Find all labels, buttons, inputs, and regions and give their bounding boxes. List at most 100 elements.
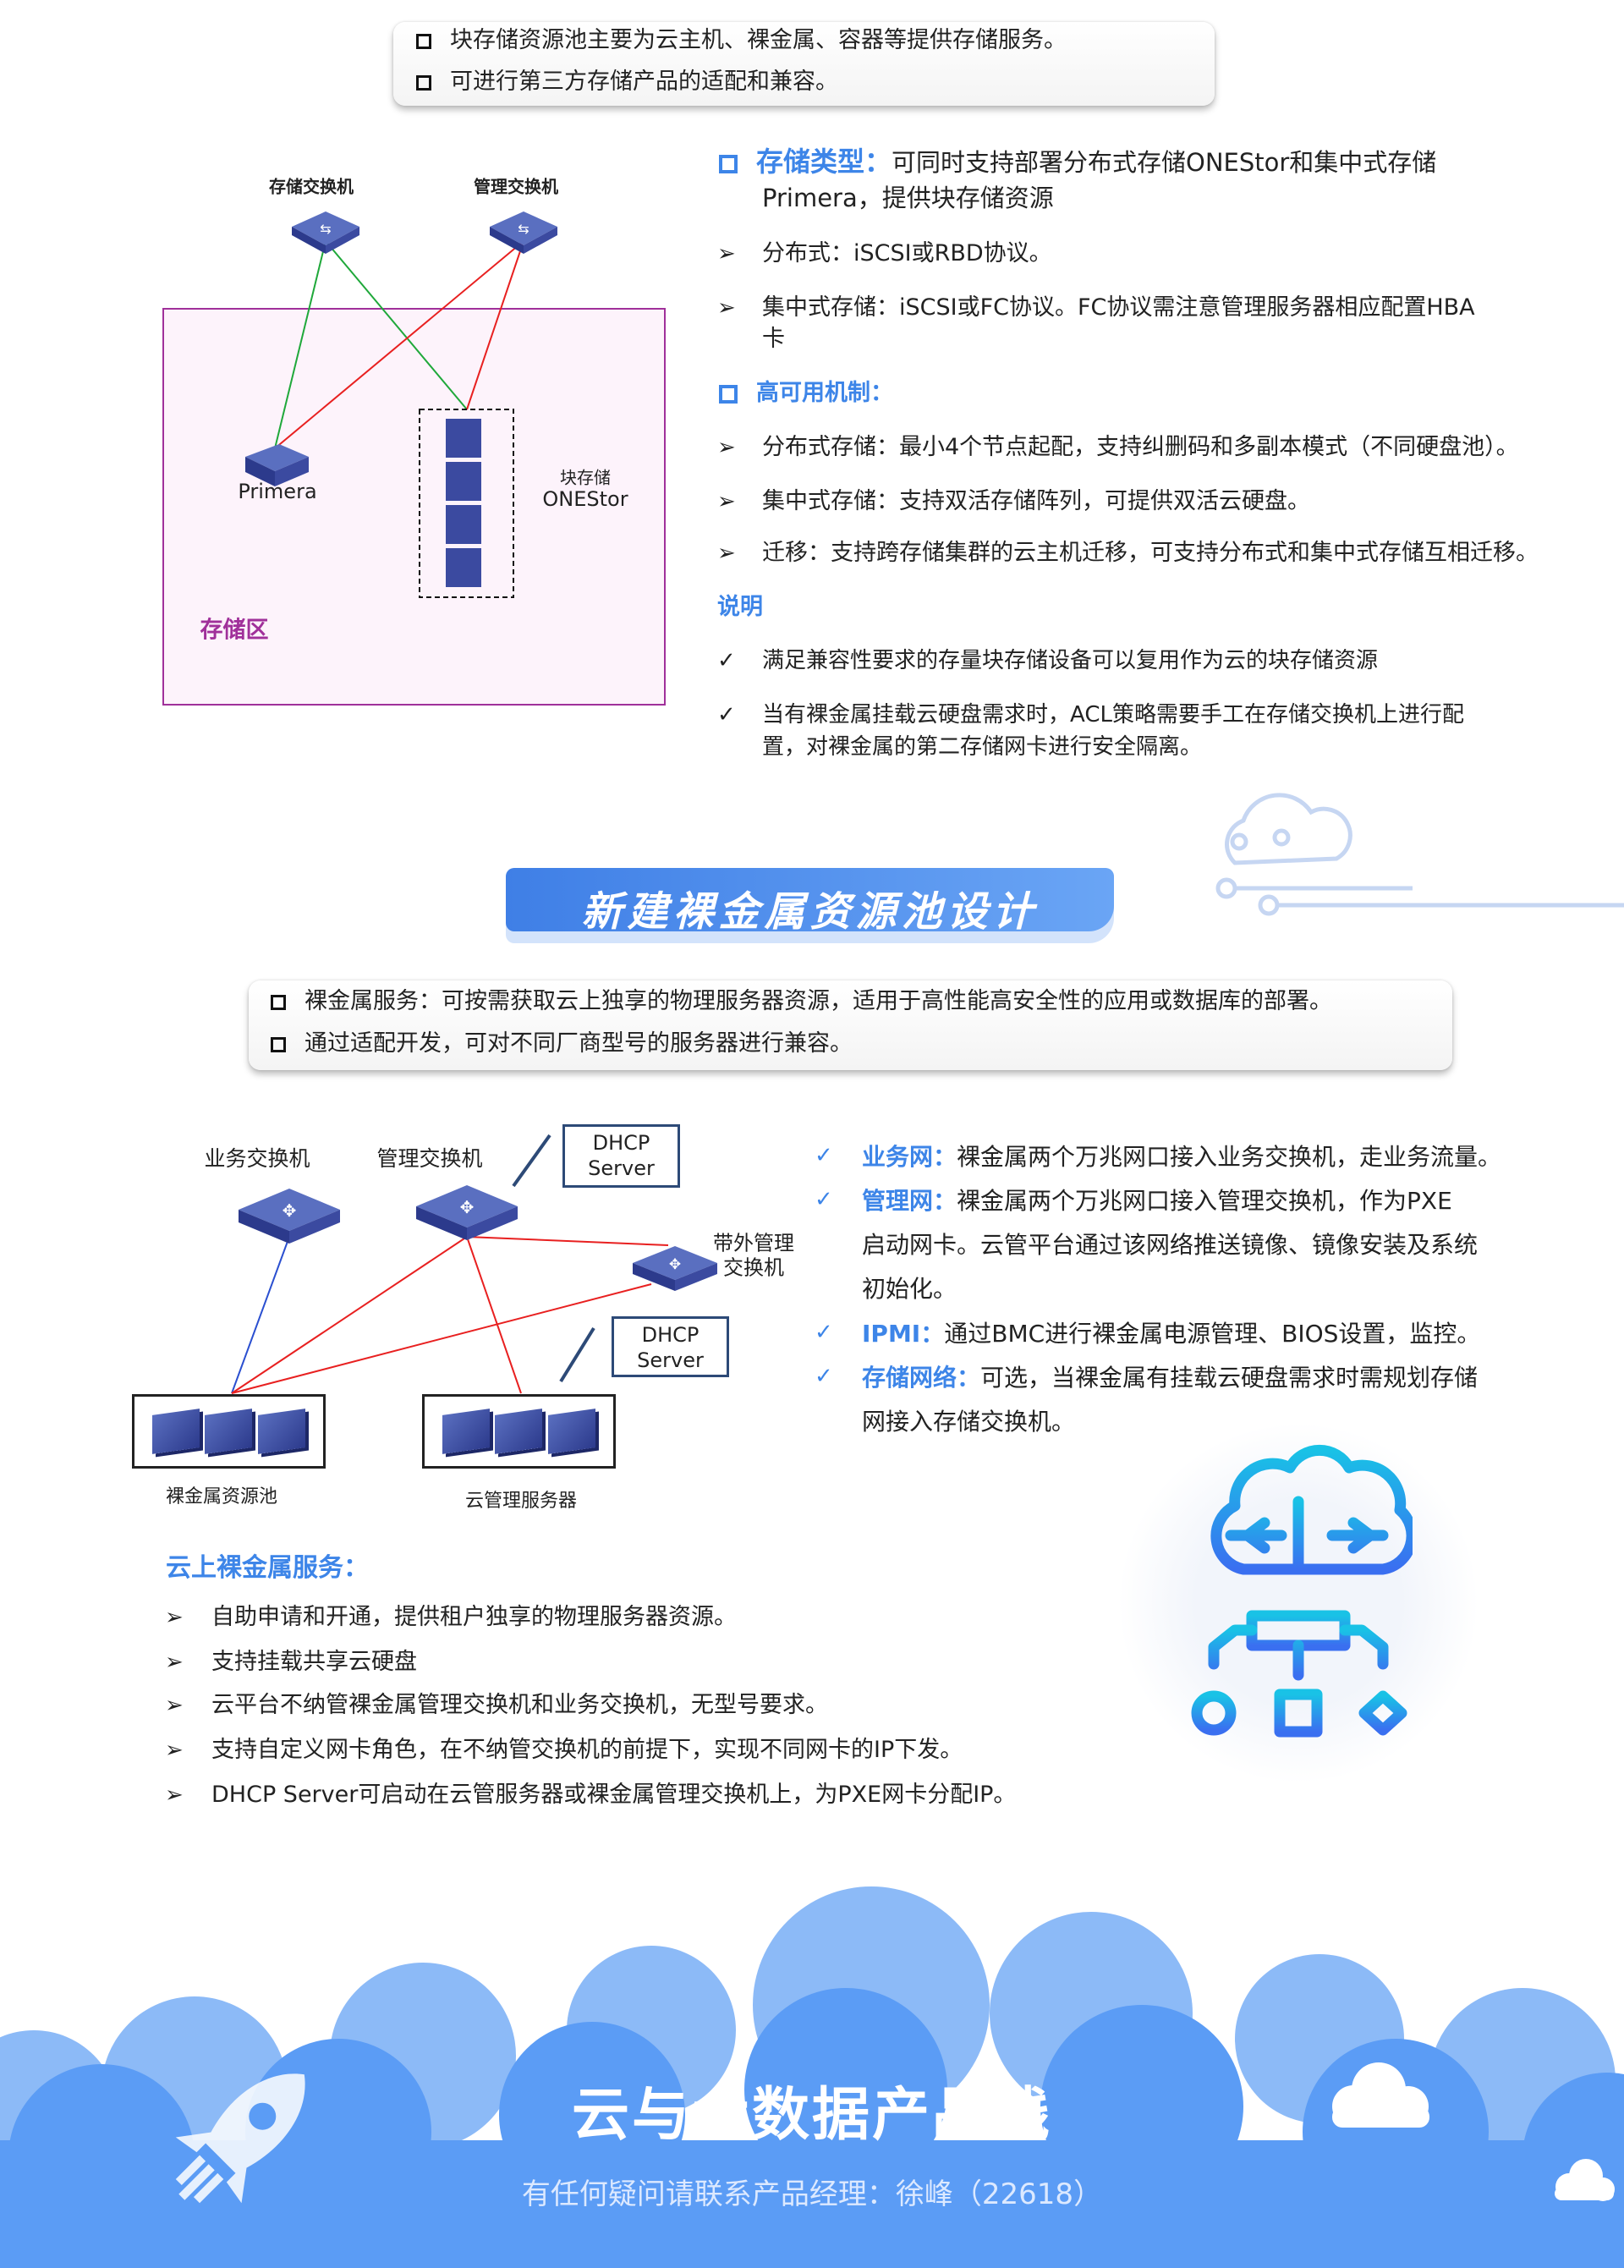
network-item: 管理网：裸金属两个万兆网口接入管理交换机，作为PXE — [862, 1189, 1452, 1213]
storage-switch-label: 存储交换机 — [269, 176, 354, 197]
onestor-group — [419, 409, 514, 598]
square-bullet-icon — [416, 74, 431, 91]
mgmt-switch-label: 管理交换机 — [474, 176, 558, 197]
square-bullet-icon — [719, 384, 738, 404]
cloud-icon — [1332, 2062, 1429, 2128]
network-text: 初始化。 — [862, 1275, 957, 1303]
intro-box — [393, 22, 1215, 106]
square-bullet-icon — [271, 994, 286, 1010]
mgmt-switch-label: 管理交换机 — [376, 1146, 483, 1171]
link-line — [325, 240, 468, 410]
storage-array-icon — [245, 444, 309, 486]
bm-intro-box — [249, 980, 1452, 1070]
note-item: 当有裸金属挂载云硬盘需求时，ACL策略需要手工在存储交换机上进行配 — [762, 702, 1464, 728]
storage-type-heading: 存储类型：可同时支持部署分布式存储ONEStor和集中式存储 — [719, 148, 1436, 175]
bm-pool-box — [132, 1394, 326, 1469]
footer-clouds — [0, 1886, 1624, 2268]
arrow-bullet-icon: ➢ — [165, 1738, 184, 1763]
cloud-icon — [1555, 2159, 1615, 2201]
link-line — [559, 1326, 595, 1383]
intro-text: 块存储资源池主要为云主机、裸金属、容器等提供存储服务。 — [450, 27, 1067, 53]
cloud-mgmt-box — [422, 1394, 616, 1469]
svg-text:✥: ✥ — [669, 1256, 681, 1273]
list-item: 支持挂载共享云硬盘 — [211, 1649, 417, 1675]
note-item: 置，对裸金属的第二存储网卡进行安全隔离。 — [762, 734, 1203, 760]
note-item: 满足兼容性要求的存量块存储设备可以复用作为云的块存储资源 — [762, 648, 1379, 673]
server-icon — [205, 1409, 253, 1454]
switch-icon: ⇆ — [490, 211, 557, 254]
footer-contact: 有任何疑问请联系产品经理：徐峰（22618） — [521, 2177, 1103, 2211]
network-head: 管理网： — [862, 1187, 957, 1215]
note-heading: 说明 — [717, 594, 763, 620]
link-line — [466, 1236, 669, 1246]
storage-zone — [162, 308, 666, 706]
arrow-bullet-icon: ➢ — [165, 1693, 184, 1718]
check-icon: ✓ — [815, 1320, 833, 1345]
dhcp-label: Server — [637, 1348, 704, 1372]
arrow-bullet-icon: ➢ — [717, 435, 736, 460]
svg-text:✥: ✥ — [460, 1197, 475, 1217]
link-line — [466, 1236, 522, 1394]
bm-service-heading: 云上裸金属服务： — [166, 1553, 369, 1583]
server-icon — [547, 1409, 595, 1454]
check-icon: ✓ — [717, 702, 736, 728]
square-bullet-icon — [719, 155, 738, 173]
switch-icon: ⇆ — [292, 211, 359, 254]
check-icon: ✓ — [717, 648, 736, 673]
link-line — [231, 1236, 290, 1394]
list-item: 支持自定义网卡角色，在不纳管交换机的前提下，实现不同网卡的IP下发。 — [211, 1737, 963, 1763]
storage-zone-label: 存储区 — [200, 617, 269, 644]
body-text: 可同时支持部署分布式存储ONEStor和集中式存储 — [892, 148, 1437, 177]
dhcp-label: DHCP — [641, 1323, 700, 1347]
section-banner-front — [506, 868, 1114, 931]
network-head: IPMI： — [862, 1320, 945, 1348]
oob-switch-label: 交换机 — [723, 1255, 784, 1280]
oob-switch-label: 带外管理 — [713, 1231, 794, 1255]
intro-text: 可进行第三方存储产品的适配和兼容。 — [450, 69, 838, 95]
ha-heading: 高可用机制： — [719, 382, 893, 404]
link-line — [231, 1283, 652, 1394]
footer-title: 云与大数据产品线 — [571, 2082, 1052, 2149]
server-icon — [257, 1409, 305, 1454]
ai-brain-flow-icon — [1191, 1444, 1413, 1738]
network-text: 通过BMC进行裸金属电源管理、BIOS设置，监控。 — [944, 1320, 1481, 1348]
square-bullet-icon — [416, 33, 431, 49]
storage-diagram-links: ⇆ ⇆ — [245, 211, 557, 598]
primera-label: Primera — [238, 480, 317, 503]
bm-pool-label: 裸金属资源池 — [165, 1486, 278, 1507]
arrow-bullet-icon: ➢ — [717, 241, 736, 266]
network-text: 网接入存储交换机。 — [862, 1408, 1076, 1436]
list-item: 分布式：iSCSI或RBD协议。 — [762, 240, 1052, 266]
body-text: Primera，提供块存储资源 — [762, 184, 1054, 212]
heading-text: 存储类型： — [756, 146, 892, 178]
server-icon — [152, 1409, 200, 1454]
block-storage-label: 块存储 — [560, 467, 611, 488]
list-item: DHCP Server可启动在云管服务器或裸金属管理交换机上，为PXE网卡分配I… — [211, 1782, 1017, 1808]
network-item: 业务网：裸金属两个万兆网口接入业务交换机，走业务流量。 — [862, 1145, 1501, 1169]
list-item: 云平台不纳管裸金属管理交换机和业务交换机，无型号要求。 — [211, 1692, 828, 1718]
intro-text: 裸金属服务：可按需获取云上独享的物理服务器资源，适用于高性能高安全性的应用或数据… — [304, 988, 1332, 1014]
intro-item: 块存储资源池主要为云主机、裸金属、容器等提供存储服务。 — [416, 29, 1067, 52]
rocket-icon — [175, 2073, 305, 2204]
cloud-mgmt-label: 云管理服务器 — [464, 1491, 578, 1512]
arrow-bullet-icon: ➢ — [165, 1782, 184, 1808]
switch-icon: ✥ — [416, 1185, 518, 1240]
check-icon: ✓ — [815, 1187, 833, 1212]
list-item: 集中式存储：iSCSI或FC协议。FC协议需注意管理服务器相应配置HBA — [762, 294, 1475, 321]
intro-item: 可进行第三方存储产品的适配和兼容。 — [416, 70, 838, 93]
switch-icon: ✥ — [633, 1246, 717, 1291]
svg-text:⇆: ⇆ — [320, 221, 331, 237]
bm-intro-item: 通过适配开发，可对不同厂商型号的服务器进行兼容。 — [271, 1032, 853, 1055]
list-item: 迁移：支持跨存储集群的云主机迁移，可支持分布式和集中式存储互相迁移。 — [762, 540, 1539, 566]
link-line — [466, 240, 524, 410]
arrow-bullet-icon: ➢ — [717, 541, 736, 566]
switch-icon: ✥ — [239, 1189, 340, 1244]
square-bullet-icon — [271, 1036, 286, 1052]
network-text: 裸金属两个万兆网口接入业务交换机，走业务流量。 — [957, 1143, 1502, 1171]
server-stack-icon — [446, 419, 481, 587]
network-head: 存储网络： — [862, 1364, 981, 1392]
arrow-bullet-icon: ➢ — [165, 1605, 184, 1630]
svg-text:✥: ✥ — [283, 1200, 297, 1221]
